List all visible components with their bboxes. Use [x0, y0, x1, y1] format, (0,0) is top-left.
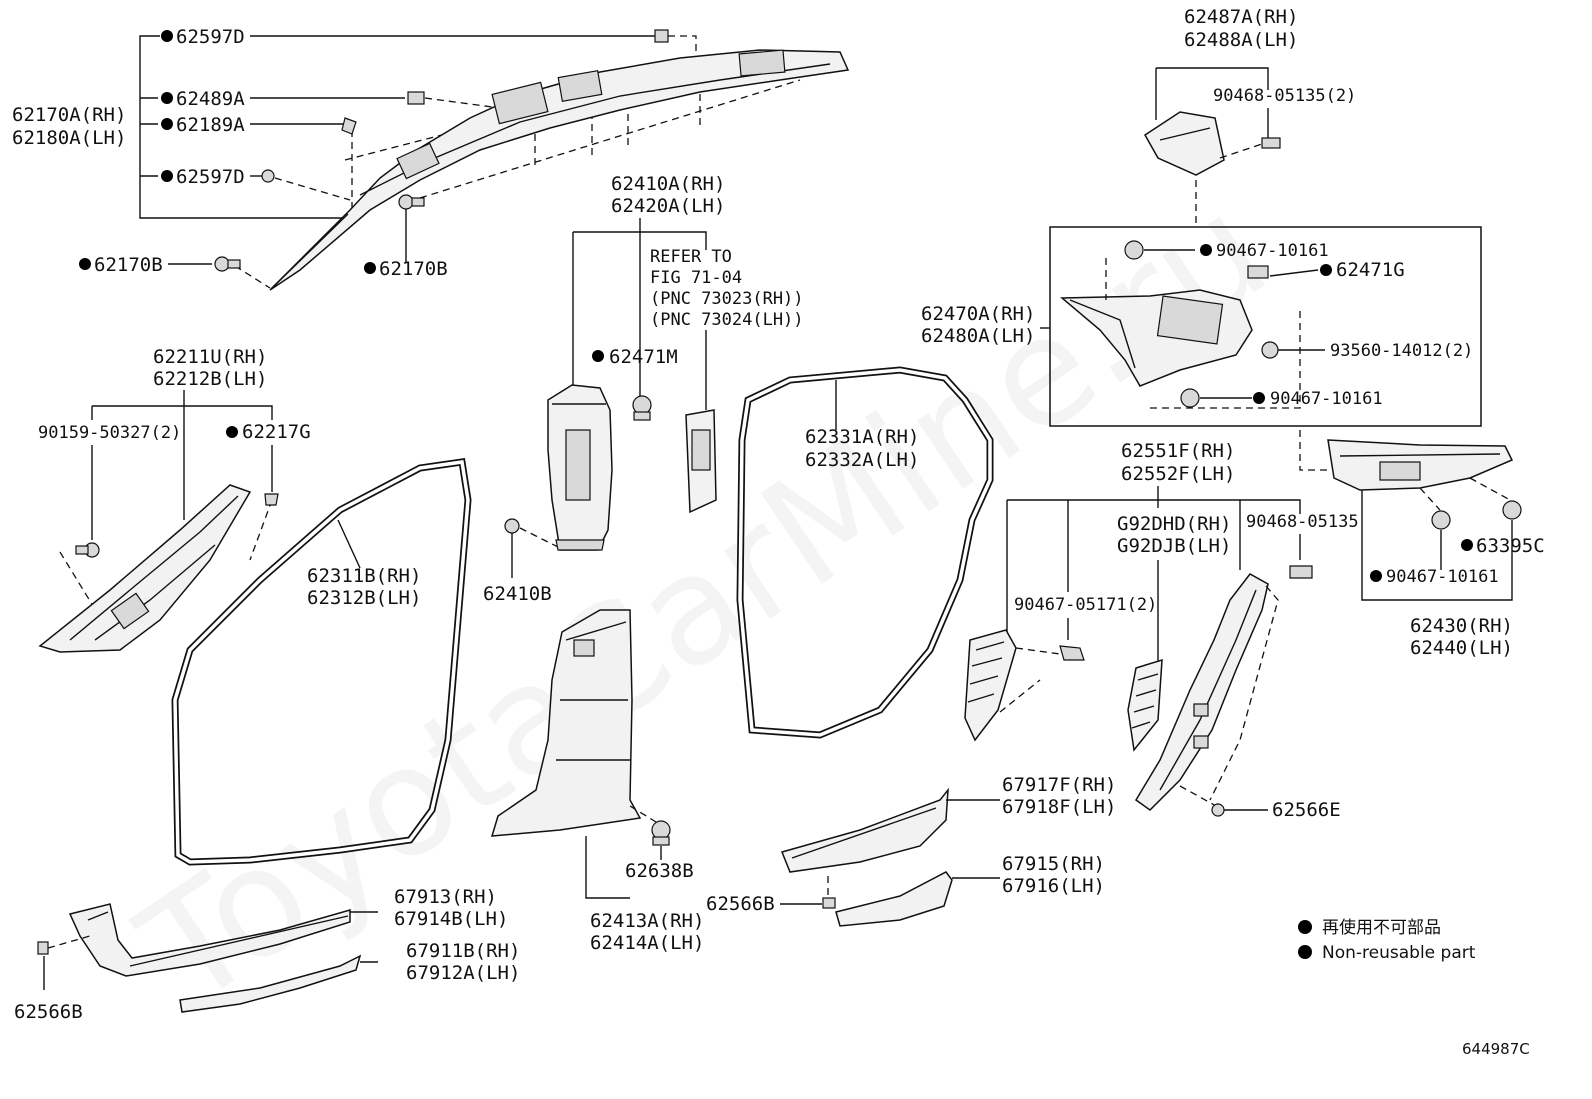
label-62430-rh: 62430(RH) — [1410, 615, 1513, 637]
quarter-trim-group: 62551F(RH) 62552F(LH) G92DHD(RH) G92DJB(… — [964, 440, 1359, 821]
label-90467-05171: 90467-05171(2) — [1014, 595, 1157, 615]
label-63395C: 63395C — [1476, 535, 1545, 557]
refer-line-2: FIG 71-04 — [650, 268, 742, 288]
label-62471M: 62471M — [609, 346, 678, 368]
label-62597D: 62597D — [176, 26, 245, 48]
label-90468-05135: 90468-05135 — [1246, 512, 1359, 532]
legend-label-jp: 再使用不可部品 — [1322, 917, 1441, 938]
label-62170B-left: 62170B — [94, 254, 163, 276]
roof-airbag-assembly: 62597D 62489A 62189A 62597D 62170A(RH) 6… — [12, 26, 850, 291]
label-62410A-rh: 62410A(RH) — [611, 173, 725, 195]
label-62170B-right: 62170B — [379, 258, 448, 280]
label-62420A-lh: 62420A(LH) — [611, 195, 725, 217]
label-62170A-rh: 62170A(RH) — [12, 104, 126, 126]
non-reusable-dot — [226, 426, 238, 438]
label-62413A-rh: 62413A(RH) — [590, 910, 704, 932]
legend-label-en: Non-reusable part — [1322, 943, 1476, 963]
label-62217G: 62217G — [242, 421, 311, 443]
label-62566E: 62566E — [1272, 799, 1341, 821]
label-62332A-lh: 62332A(LH) — [805, 449, 919, 471]
label-62489A: 62489A — [176, 88, 245, 110]
label-90467-10161-b: 90467-10161 — [1270, 389, 1383, 409]
label-93560-14012: 93560-14012(2) — [1330, 341, 1473, 361]
label-90159-50327: 90159-50327(2) — [38, 423, 181, 443]
label-62566B-left: 62566B — [14, 1001, 83, 1023]
label-67912A-lh: 67912A(LH) — [406, 962, 520, 984]
label-62638B: 62638B — [625, 860, 694, 882]
label-67913-rh: 67913(RH) — [394, 886, 497, 908]
label-67918F-lh: 67918F(LH) — [1002, 796, 1116, 818]
label-62211U-rh: 62211U(RH) — [153, 346, 267, 368]
label-62331A-rh: 62331A(RH) — [805, 426, 919, 448]
refer-line-4: (PNC 73024(LH)) — [650, 310, 804, 330]
front-door-weatherstrip: 62311B(RH) 62312B(LH) — [171, 458, 472, 866]
label-90468-05135-2: 90468-05135(2) — [1213, 86, 1356, 106]
label-67914B-lh: 67914B(LH) — [394, 908, 508, 930]
label-62410B: 62410B — [483, 583, 552, 605]
legend-dot-icon — [1298, 920, 1312, 934]
label-67915-rh: 67915(RH) — [1002, 853, 1105, 875]
non-reusable-dot — [1461, 539, 1473, 551]
label-62311B-rh: 62311B(RH) — [307, 565, 421, 587]
label-62488A-lh: 62488A(LH) — [1184, 29, 1298, 51]
label-62212B-lh: 62212B(LH) — [153, 368, 267, 390]
label-90467-10161-c: 90467-10161 — [1386, 567, 1499, 587]
label-62552F-lh: 62552F(LH) — [1121, 463, 1235, 485]
roof-side-garnish-group: 62487A(RH) 62488A(LH) 90468-05135(2) 904… — [921, 6, 1482, 471]
non-reusable-dot — [161, 92, 173, 104]
non-reusable-dot — [161, 118, 173, 130]
diagram-code: 644987C — [1462, 1040, 1530, 1058]
label-62471G: 62471G — [1336, 259, 1405, 281]
refer-line-3: (PNC 73023(RH)) — [650, 289, 804, 309]
non-reusable-dot — [1200, 244, 1212, 256]
non-reusable-dot — [1320, 264, 1332, 276]
center-pillar-upper-garnish: 62410A(RH) 62420A(LH) REFER TO FIG 71-04… — [483, 173, 804, 605]
label-62597D-mid: 62597D — [176, 166, 245, 188]
label-90467-10161-a: 90467-10161 — [1216, 241, 1329, 261]
label-67917F-rh: 67917F(RH) — [1002, 774, 1116, 796]
label-G92DJB-lh: G92DJB(LH) — [1117, 535, 1231, 557]
center-pillar-lower-garnish: 62638B 62413A(RH) 62414A(LH) — [490, 609, 704, 954]
label-62180A-lh: 62180A(LH) — [12, 127, 126, 149]
label-62440-lh: 62440(LH) — [1410, 637, 1513, 659]
non-reusable-dot — [1253, 392, 1265, 404]
non-reusable-dot — [79, 258, 91, 270]
label-62470A-rh: 62470A(RH) — [921, 303, 1035, 325]
legend-dot-icon — [1298, 945, 1312, 959]
label-62312B-lh: 62312B(LH) — [307, 587, 421, 609]
label-62414A-lh: 62414A(LH) — [590, 932, 704, 954]
non-reusable-dot — [592, 350, 604, 362]
label-62566B-mid: 62566B — [706, 893, 775, 915]
label-67911B-rh: 67911B(RH) — [406, 940, 520, 962]
non-reusable-dot — [364, 262, 376, 274]
label-62551F-rh: 62551F(RH) — [1121, 440, 1235, 462]
label-62189A: 62189A — [176, 114, 245, 136]
label-67916-lh: 67916(LH) — [1002, 875, 1105, 897]
label-62487A-rh: 62487A(RH) — [1184, 6, 1298, 28]
front-scuff-plates: 67913(RH) 67914B(LH) 67911B(RH) 67912A(L… — [14, 886, 520, 1023]
label-G92DHD-rh: G92DHD(RH) — [1117, 513, 1231, 535]
rear-scuff-plates: 67917F(RH) 67918F(LH) 67915(RH) 67916(LH… — [706, 774, 1116, 927]
legend: 再使用不可部品 Non-reusable part — [1298, 917, 1476, 963]
non-reusable-dot — [161, 30, 173, 42]
label-62480A-lh: 62480A(LH) — [921, 325, 1035, 347]
refer-line-1: REFER TO — [650, 247, 732, 267]
non-reusable-dot — [1370, 570, 1382, 582]
front-pillar-garnish: 62211U(RH) 62212B(LH) 90159-50327(2) 622… — [38, 346, 311, 653]
non-reusable-dot — [161, 170, 173, 182]
package-tray-side-trim: 63395C 90467-10161 62430(RH) 62440(LH) — [1327, 439, 1545, 659]
rear-door-weatherstrip: 62331A(RH) 62332A(LH) — [736, 366, 994, 739]
